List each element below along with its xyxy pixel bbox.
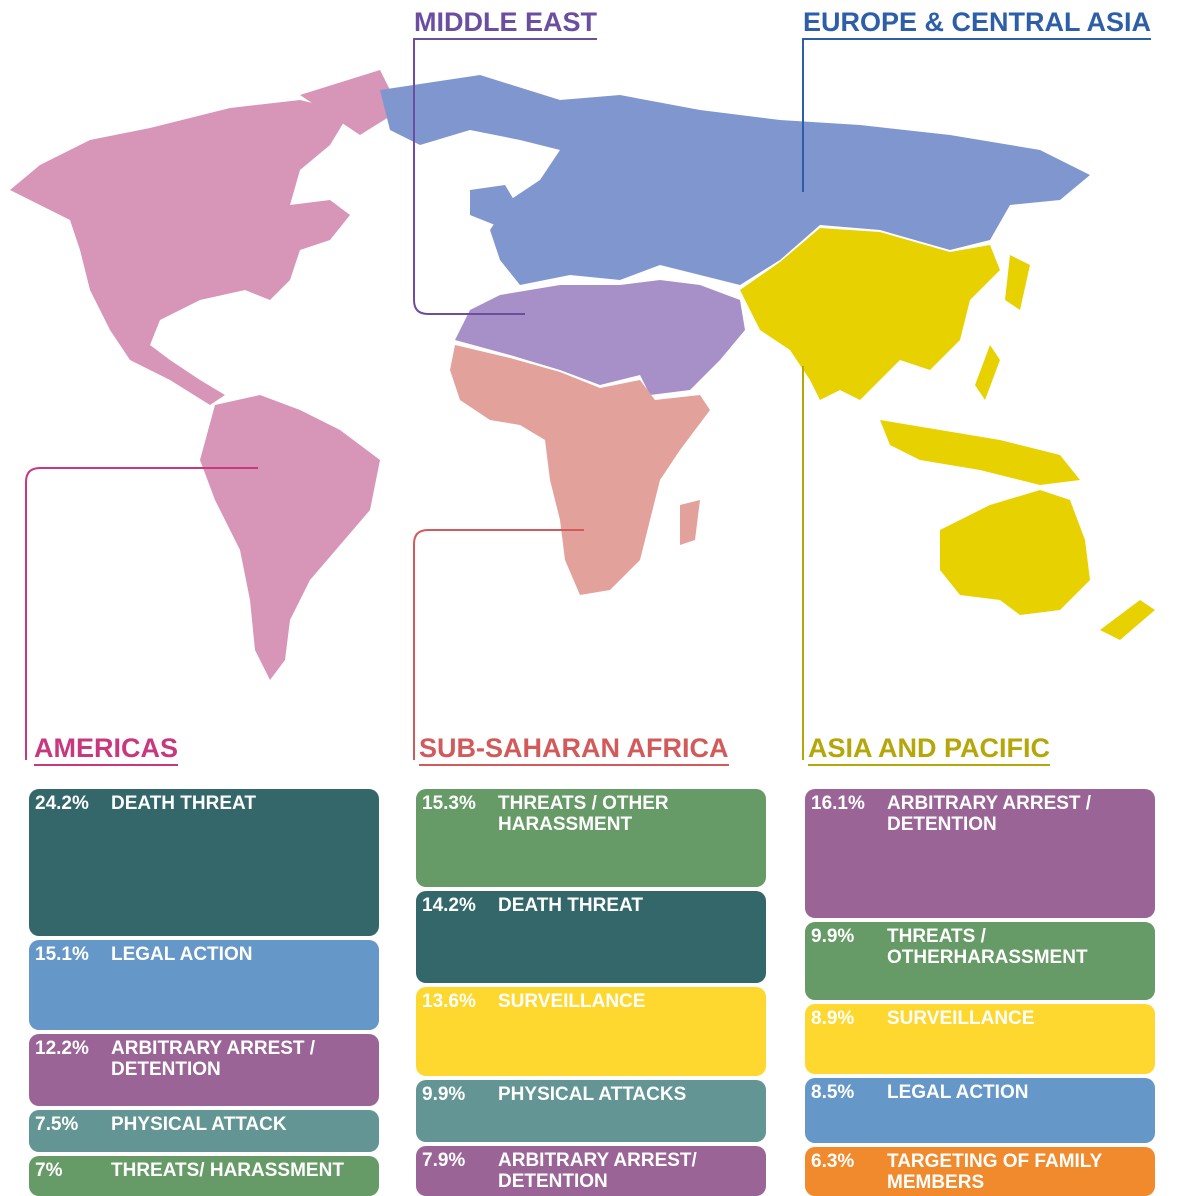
violation-box: 14.2% DEATH THREAT	[416, 891, 766, 983]
violation-label: THREATS / OTHER HARASSMENT	[498, 793, 669, 835]
violation-label: PHYSICAL ATTACK	[111, 1114, 287, 1135]
violation-label: ARBITRARY ARREST / DETENTION	[887, 793, 1092, 835]
violation-label: ARBITRARY ARREST / DETENTION	[111, 1038, 316, 1080]
americas-region-shape	[10, 70, 400, 680]
violation-percent: 15.3%	[422, 793, 476, 814]
violation-box: 15.3% THREATS / OTHER HARASSMENT	[416, 789, 766, 887]
violation-box: 8.5% LEGAL ACTION	[805, 1078, 1155, 1143]
violation-box: 7.5% PHYSICAL ATTACK	[29, 1110, 379, 1152]
violation-percent: 16.1%	[811, 793, 865, 814]
violation-percent: 7%	[35, 1160, 63, 1181]
violation-box: 9.9% PHYSICAL ATTACKS	[416, 1080, 766, 1142]
region-label-americas: AMERICAS	[34, 733, 179, 766]
region-label-europe: EUROPE & CENTRAL ASIA	[803, 7, 1152, 40]
violation-label: DEATH THREAT	[498, 895, 643, 916]
violation-box: 12.2% ARBITRARY ARREST / DETENTION	[29, 1034, 379, 1106]
violation-percent: 7.9%	[422, 1150, 466, 1171]
region-label-middle-east: MIDDLE EAST	[414, 7, 598, 40]
asia-region-shape	[740, 228, 1155, 640]
violation-percent: 12.2%	[35, 1038, 89, 1059]
violation-box: 8.9% SURVEILLANCE	[805, 1004, 1155, 1074]
violation-label: ARBITRARY ARREST/ DETENTION	[498, 1150, 697, 1192]
violation-percent: 15.1%	[35, 944, 89, 965]
europe-region-shape	[380, 75, 1090, 285]
violation-box: 16.1% ARBITRARY ARREST / DETENTION	[805, 789, 1155, 918]
world-map	[10, 70, 1155, 680]
violation-percent: 13.6%	[422, 991, 476, 1012]
violation-percent: 9.9%	[811, 926, 855, 947]
violation-label: LEGAL ACTION	[887, 1082, 1029, 1103]
violation-label: THREATS / OTHERHARASSMENT	[887, 926, 1088, 968]
middle-east-region-shape	[455, 280, 745, 395]
violation-label: DEATH THREAT	[111, 793, 256, 814]
violation-label: PHYSICAL ATTACKS	[498, 1084, 687, 1105]
violation-box: 15.1% LEGAL ACTION	[29, 940, 379, 1030]
violation-label: SURVEILLANCE	[498, 991, 646, 1012]
violation-label: THREATS/ HARASSMENT	[111, 1160, 344, 1181]
violation-percent: 7.5%	[35, 1114, 79, 1135]
violation-box: 9.9% THREATS / OTHERHARASSMENT	[805, 922, 1155, 1000]
violation-label: LEGAL ACTION	[111, 944, 253, 965]
region-label-africa: SUB-SAHARAN AFRICA	[419, 733, 729, 766]
violation-box: 6.3% TARGETING OF FAMILY MEMBERS	[805, 1147, 1155, 1196]
violation-percent: 8.5%	[811, 1082, 855, 1103]
violation-box: 24.2% DEATH THREAT	[29, 789, 379, 936]
violation-percent: 6.3%	[811, 1151, 855, 1172]
region-label-asia: ASIA AND PACIFIC	[808, 733, 1050, 766]
violation-box: 7% THREATS/ HARASSMENT	[29, 1156, 379, 1196]
violation-percent: 8.9%	[811, 1008, 855, 1029]
violation-box: 7.9% ARBITRARY ARREST/ DETENTION	[416, 1146, 766, 1196]
violation-percent: 9.9%	[422, 1084, 466, 1105]
violation-box: 13.6% SURVEILLANCE	[416, 987, 766, 1076]
violation-percent: 14.2%	[422, 895, 476, 916]
violation-label: SURVEILLANCE	[887, 1008, 1035, 1029]
violation-label: TARGETING OF FAMILY MEMBERS	[887, 1151, 1103, 1193]
leader-lines	[25, 38, 804, 760]
violation-percent: 24.2%	[35, 793, 89, 814]
africa-region-shape	[450, 345, 710, 595]
